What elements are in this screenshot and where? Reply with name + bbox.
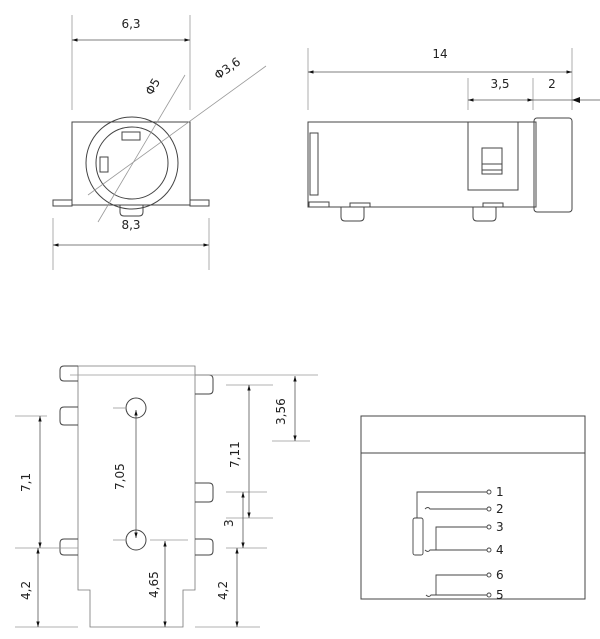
dim-hole-pitch: 7,05 <box>113 463 127 490</box>
schematic: 1 2 3 4 6 5 <box>360 415 586 602</box>
pin-label-5: 5 <box>496 588 504 602</box>
dim-diameter-outer: Φ5 <box>142 76 163 98</box>
front-view: 6,3 8,3 Φ5 Φ3,6 <box>52 15 267 270</box>
dim-right-mid: 3 <box>222 519 236 527</box>
dim-right-pitch: 7,11 <box>228 441 242 468</box>
pin-label-4: 4 <box>496 543 504 557</box>
dim-right-top: 3,56 <box>274 398 288 425</box>
dim-width-bottom: 8,3 <box>121 218 140 232</box>
pin-label-2: 2 <box>496 502 504 516</box>
dim-diameter-inner: Φ3,6 <box>212 55 243 83</box>
dim-left-pitch: 7,1 <box>19 473 33 492</box>
dim-switch-offset: 3,5 <box>490 77 509 91</box>
dim-right-bottom: 4,2 <box>216 581 230 600</box>
dim-width-top: 6,3 <box>121 17 140 31</box>
pin-label-3: 3 <box>496 520 504 534</box>
dim-hole-bottom: 4,65 <box>147 571 161 598</box>
dim-cap-length: 2 <box>548 77 556 91</box>
dim-left-bottom: 4,2 <box>19 581 33 600</box>
side-view: 14 3,5 2 <box>307 47 600 222</box>
dim-length: 14 <box>432 47 447 61</box>
footprint-view: 7,05 4,65 7,1 4,2 3,56 7,11 3 4,2 <box>15 365 318 628</box>
pin-label-1: 1 <box>496 485 504 499</box>
pin-label-6: 6 <box>496 568 504 582</box>
